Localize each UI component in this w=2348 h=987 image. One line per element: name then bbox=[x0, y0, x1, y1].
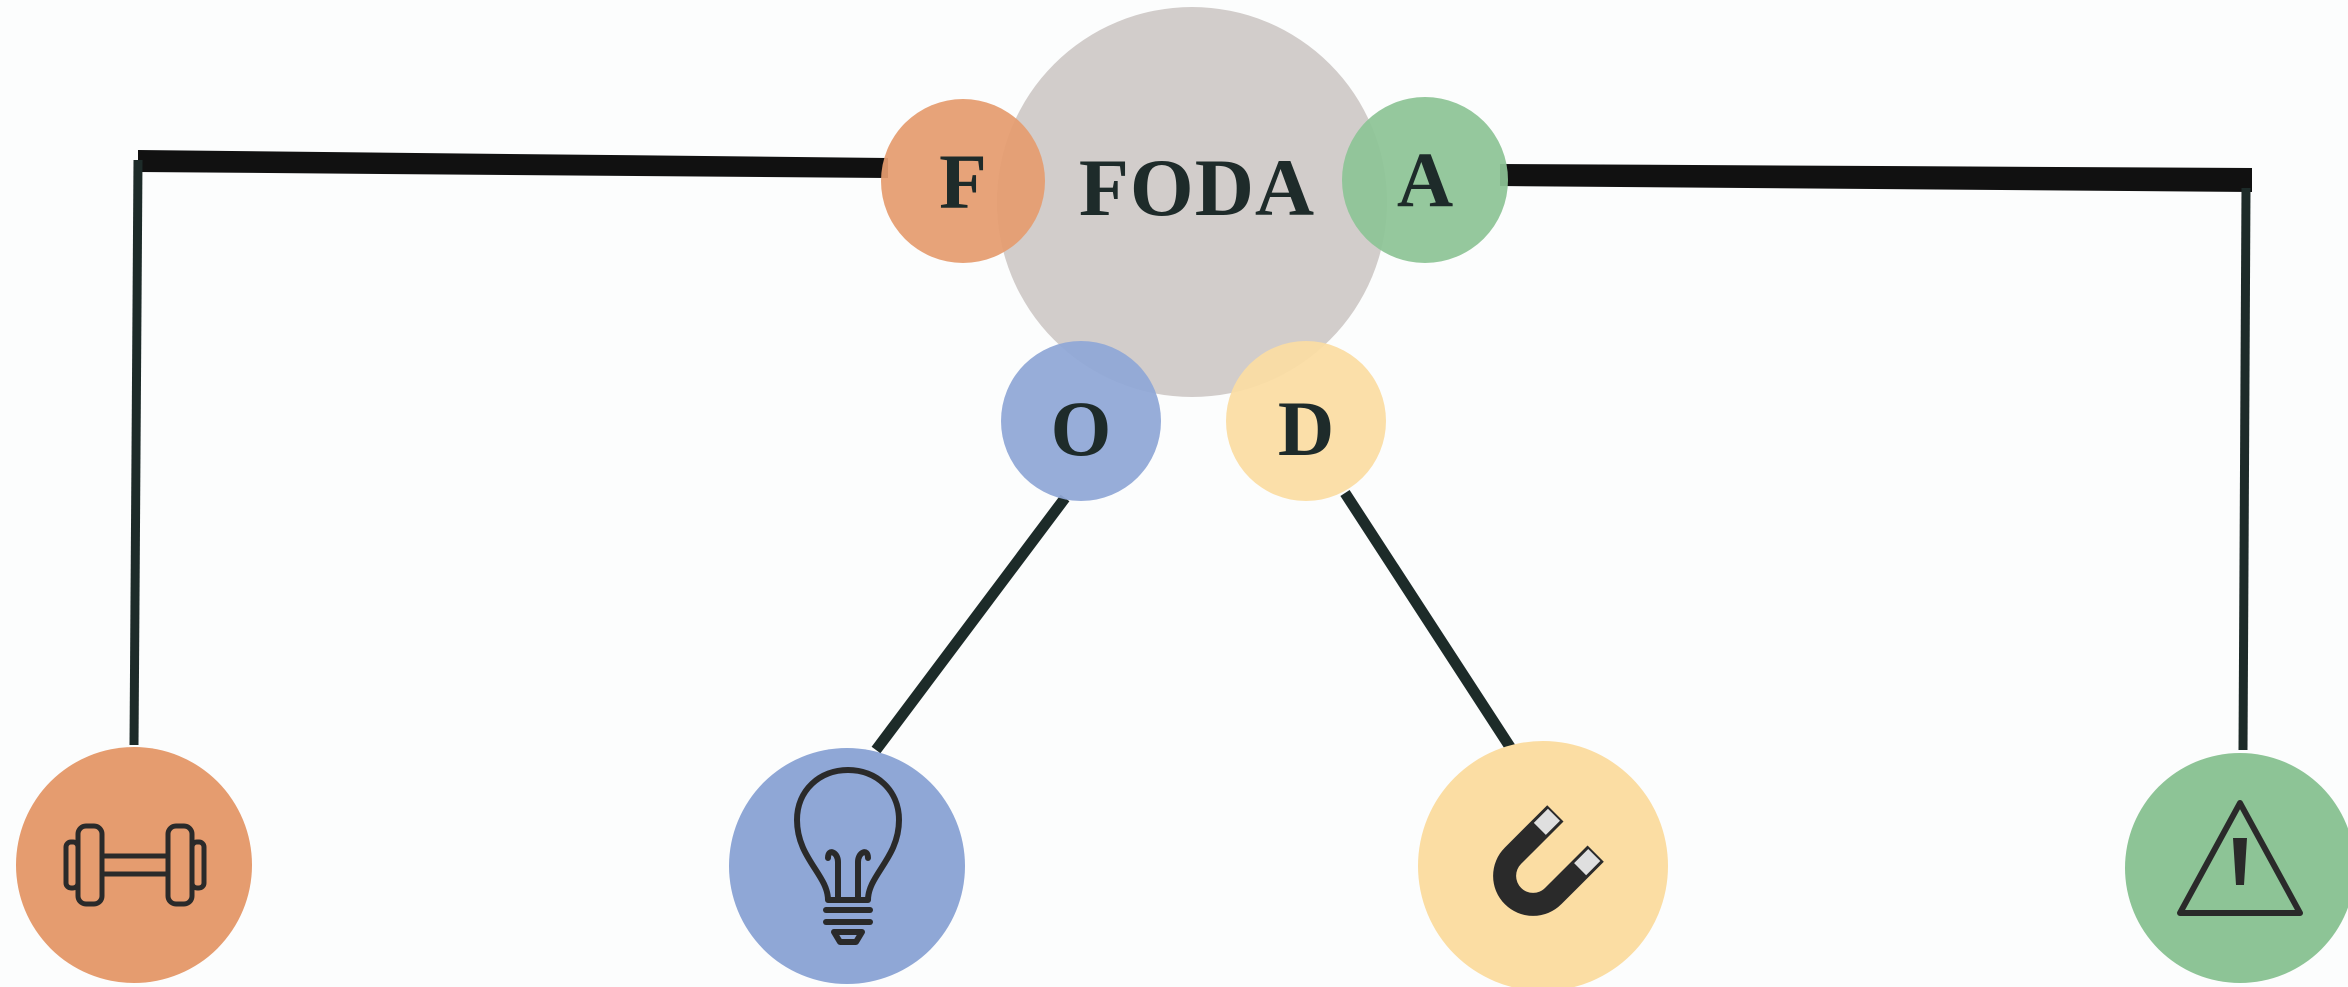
f-letter: F bbox=[939, 138, 987, 225]
o-letter: O bbox=[1050, 385, 1112, 472]
foda-center-circle bbox=[997, 7, 1387, 397]
connector-o bbox=[871, 494, 1070, 754]
weakness-icon-circle bbox=[1418, 741, 1668, 987]
connectors bbox=[129, 150, 2252, 754]
dumbbell-icon bbox=[63, 823, 207, 907]
magnet-icon bbox=[1493, 805, 1604, 916]
connector-a-horizontal bbox=[1500, 164, 2252, 192]
f-letter-circle bbox=[881, 99, 1045, 263]
lightbulb-icon bbox=[794, 767, 902, 945]
connector-f-vertical bbox=[129, 159, 143, 746]
connector-f-horizontal bbox=[138, 150, 888, 178]
opportunity-icon-circle bbox=[729, 748, 965, 984]
a-letter: A bbox=[1396, 136, 1454, 223]
foda-title: FODA bbox=[1078, 142, 1316, 233]
d-letter: D bbox=[1277, 385, 1335, 472]
warning-triangle-icon bbox=[2177, 800, 2303, 916]
strength-icon-circle bbox=[16, 747, 252, 983]
connector-d bbox=[1340, 490, 1517, 753]
d-letter-circle bbox=[1226, 341, 1386, 501]
a-letter-circle bbox=[1342, 97, 1508, 263]
connector-a-vertical bbox=[2238, 187, 2251, 751]
o-letter-circle bbox=[1001, 341, 1161, 501]
